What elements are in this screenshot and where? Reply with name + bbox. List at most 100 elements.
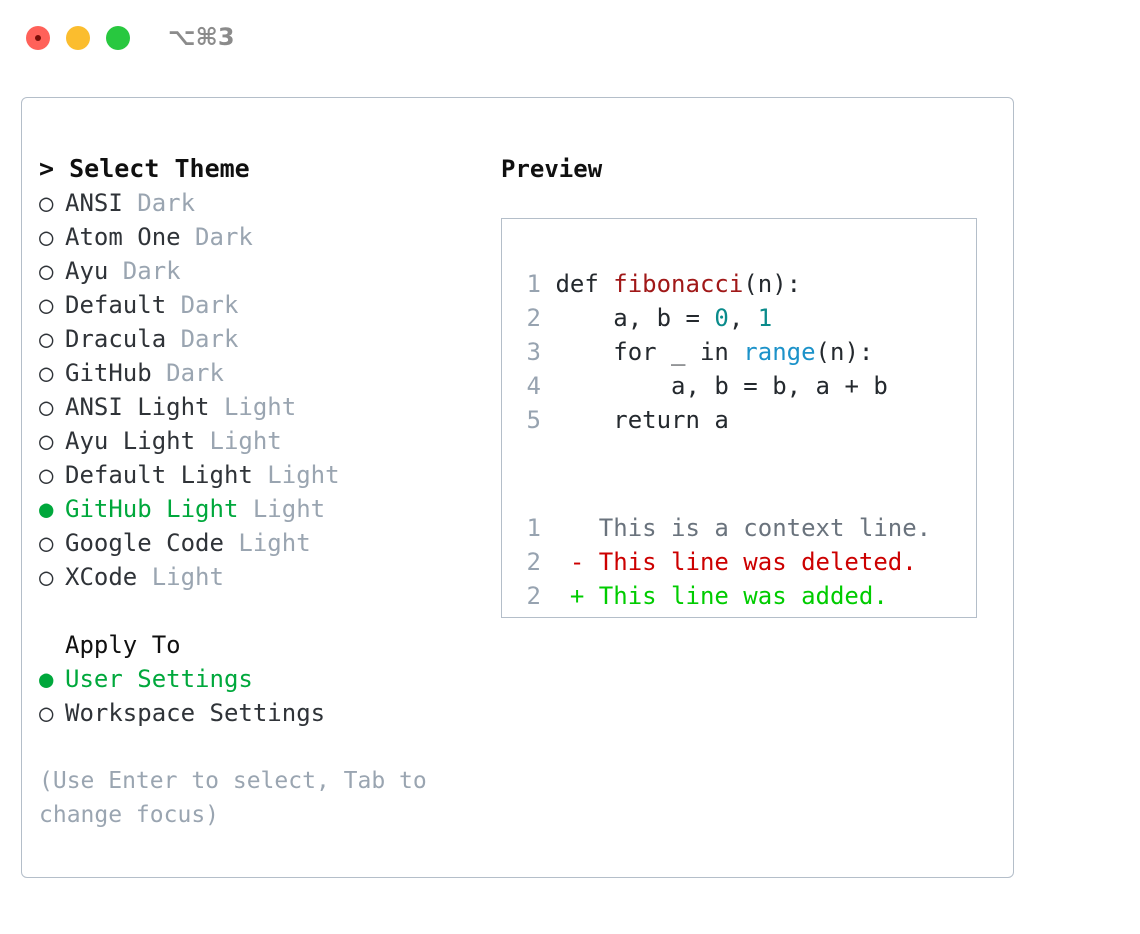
- theme-option[interactable]: ○ Google Code Light: [39, 526, 489, 560]
- code-line-number: 1: [526, 270, 541, 298]
- theme-option[interactable]: ○ XCode Light: [39, 560, 489, 594]
- theme-option-name: Ayu: [65, 257, 109, 285]
- theme-list[interactable]: ○ANSI Dark○Atom One Dark○Ayu Dark○Defaul…: [39, 186, 489, 594]
- apply-to-option-list[interactable]: ● User Settings ○ Workspace Settings: [39, 662, 489, 730]
- apply-to-option-name: User Settings: [65, 665, 253, 693]
- theme-option-name: GitHub: [65, 359, 152, 387]
- radio-unselected-icon: ○: [39, 563, 54, 591]
- code-line-number: 5: [526, 406, 541, 434]
- code-token: (n):: [743, 270, 802, 298]
- code-line: 1 def fibonacci(n):: [515, 267, 888, 301]
- theme-selector-panel: > Select Theme ○ANSI Dark○Atom One Dark○…: [21, 97, 1014, 878]
- theme-option-name: GitHub Light: [65, 495, 239, 523]
- zoom-window-button[interactable]: [106, 26, 130, 50]
- code-token: a, b =: [555, 304, 715, 332]
- preview-column: Preview 1 def fibonacci(n):2 a, b = 0, 1…: [501, 152, 991, 618]
- theme-option-kind: Dark: [151, 359, 224, 387]
- code-line: 4 a, b = b, a + b: [515, 369, 888, 403]
- code-line-number: 4: [526, 372, 541, 400]
- theme-option[interactable]: ● GitHub Light Light: [39, 492, 489, 526]
- code-line-number: 3: [526, 338, 541, 366]
- radio-unselected-icon: ○: [39, 325, 54, 353]
- theme-option-name: Atom One: [65, 223, 181, 251]
- keyboard-shortcut-label: ⌥⌘3: [168, 23, 235, 51]
- spacer: [39, 594, 489, 628]
- apply-to-option[interactable]: ● User Settings: [39, 662, 489, 696]
- code-token: 1: [757, 304, 773, 332]
- theme-option-kind: Dark: [166, 291, 239, 319]
- code-token: for _ in: [555, 338, 744, 366]
- theme-option-name: ANSI Light: [65, 393, 210, 421]
- theme-option-kind: Light: [252, 461, 340, 489]
- theme-option-name: Default: [65, 291, 167, 319]
- theme-option[interactable]: ○Dracula Dark: [39, 322, 489, 356]
- code-line-number: 2: [526, 304, 541, 332]
- diff-line-text: This is a context line.: [541, 514, 932, 542]
- diff-line: 2 + This line was added.: [515, 579, 931, 613]
- theme-option-name: ANSI: [65, 189, 123, 217]
- theme-option[interactable]: ○ Ayu Light Light: [39, 424, 489, 458]
- theme-option[interactable]: ○ Atom One Dark: [39, 220, 489, 254]
- theme-option-name: Ayu Light: [65, 427, 196, 455]
- theme-option[interactable]: ○ ANSI Light Light: [39, 390, 489, 424]
- radio-unselected-icon: ○: [39, 189, 54, 217]
- keyboard-hint-text: (Use Enter to select, Tab to change focu…: [39, 768, 427, 828]
- theme-list-column: > Select Theme ○ANSI Dark○Atom One Dark○…: [39, 152, 489, 832]
- radio-unselected-icon: ○: [39, 393, 54, 421]
- diff-line-text: - This line was deleted.: [541, 548, 917, 576]
- diff-line-text: + This line was added.: [541, 582, 888, 610]
- diff-sample: 1 This is a context line.2 - This line w…: [515, 511, 932, 613]
- theme-option[interactable]: ○ GitHub Dark: [39, 356, 489, 390]
- theme-option-kind: Light: [137, 563, 224, 591]
- theme-option-kind: Light: [195, 427, 282, 455]
- code-line: 3 for _ in range(n):: [515, 335, 888, 369]
- code-token: range: [743, 338, 816, 366]
- code-token: 0: [714, 304, 729, 332]
- radio-unselected-icon: ○: [39, 461, 54, 489]
- code-line: 5 return a: [515, 403, 888, 437]
- theme-option[interactable]: ○ANSI Dark: [39, 186, 489, 220]
- code-token: def: [555, 270, 614, 298]
- radio-unselected-icon: ○: [39, 529, 54, 557]
- radio-unselected-icon: ○: [39, 699, 54, 727]
- radio-unselected-icon: ○: [39, 427, 54, 455]
- preview-heading: Preview: [501, 155, 603, 183]
- theme-option-kind: Dark: [166, 325, 239, 353]
- theme-option[interactable]: ○ Default Dark: [39, 288, 489, 322]
- code-token: fibonacci: [613, 270, 744, 298]
- diff-line-number: 1: [526, 514, 541, 542]
- code-token: return a: [555, 406, 729, 434]
- theme-option-name: Google Code: [65, 529, 224, 557]
- apply-to-option-name: Workspace Settings: [65, 699, 326, 727]
- radio-unselected-icon: ○: [39, 223, 54, 251]
- code-line: 2 a, b = 0, 1: [515, 301, 888, 335]
- theme-option-kind: Light: [209, 393, 297, 421]
- radio-selected-icon: ●: [39, 665, 54, 693]
- diff-line: 1 This is a context line.: [515, 511, 932, 545]
- theme-option-kind: Light: [223, 529, 311, 557]
- title-bar: ⌥⌘3: [0, 0, 1140, 76]
- theme-option-kind: Light: [238, 495, 326, 523]
- code-token: a, b = b, a + b: [555, 372, 888, 400]
- theme-option-name: XCode: [65, 563, 138, 591]
- theme-option[interactable]: ○ Default Light Light: [39, 458, 489, 492]
- theme-option-name: Default Light: [65, 461, 253, 489]
- theme-option[interactable]: ○Ayu Dark: [39, 254, 489, 288]
- select-theme-heading: > Select Theme: [39, 154, 250, 183]
- apply-to-heading: Apply To: [65, 631, 181, 659]
- minimize-window-button[interactable]: [66, 26, 90, 50]
- theme-option-kind: Dark: [108, 257, 181, 285]
- radio-unselected-icon: ○: [39, 291, 54, 319]
- close-window-button[interactable]: [26, 26, 50, 50]
- diff-line: 2 - This line was deleted.: [515, 545, 931, 579]
- theme-option-kind: Dark: [180, 223, 253, 251]
- diff-line-number: 2: [526, 548, 541, 576]
- apply-to-option[interactable]: ○ Workspace Settings: [39, 696, 489, 730]
- radio-selected-icon: ●: [39, 495, 54, 523]
- code-token: ,: [728, 304, 758, 332]
- radio-unselected-icon: ○: [39, 359, 54, 387]
- code-token: (n):: [815, 338, 874, 366]
